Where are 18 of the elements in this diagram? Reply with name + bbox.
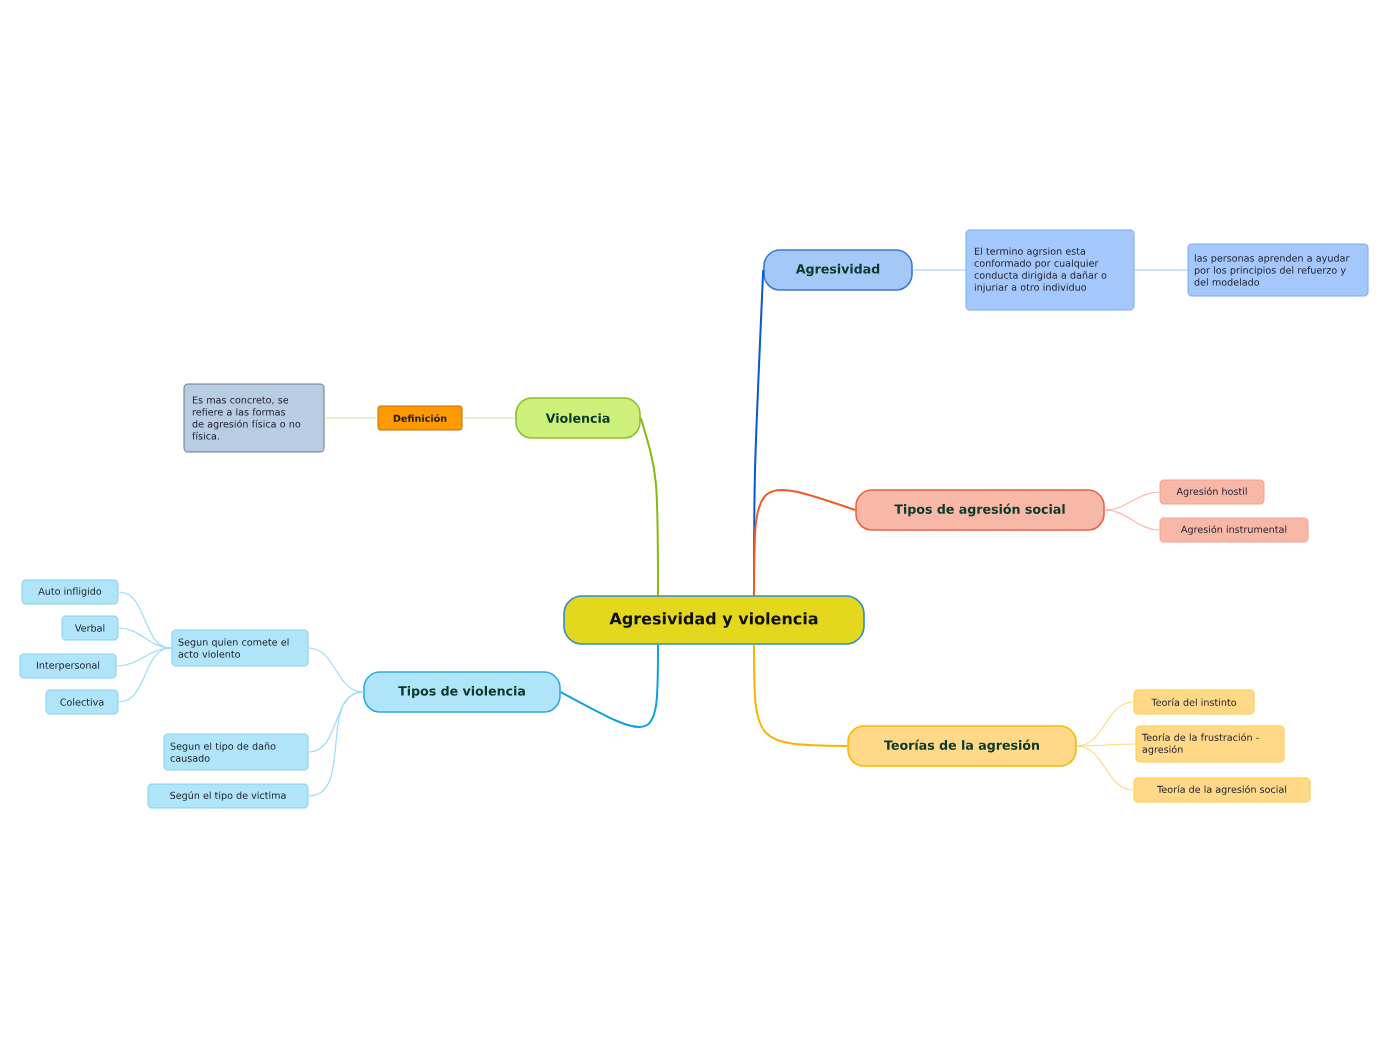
connector [912,269,967,271]
connector [1104,509,1161,531]
connector [1076,743,1137,747]
connector [559,643,659,729]
connector [1076,745,1135,791]
connector [117,647,173,703]
connector [323,417,379,419]
connector [1133,269,1189,271]
connector [117,627,173,649]
connector [1104,491,1161,511]
connector [307,691,364,753]
connector [461,417,516,419]
connector [753,643,849,747]
connector [753,488,857,597]
connector [307,691,364,797]
central-topic: Agresividad y violencia [563,595,865,645]
connector [307,647,364,693]
connector [639,417,659,597]
